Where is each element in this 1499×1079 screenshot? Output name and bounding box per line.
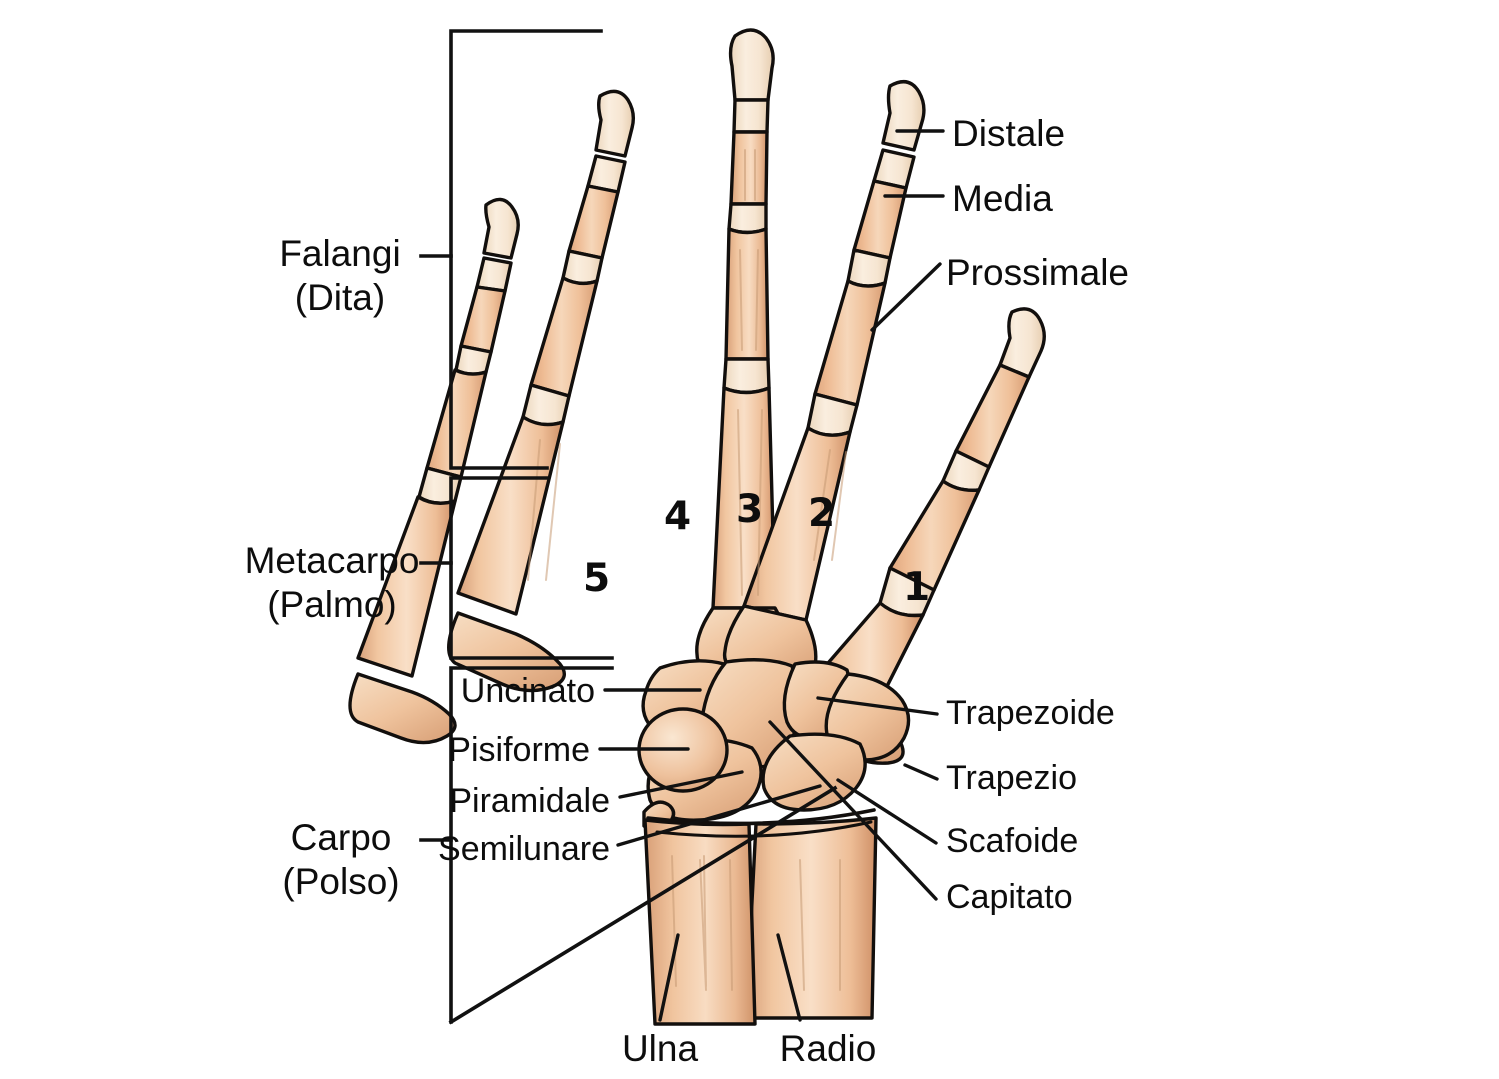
- bracket-falangi: [419, 29, 603, 470]
- bracket-label-carpo-line1: Carpo: [290, 817, 392, 858]
- leader-piramidale: [618, 770, 744, 799]
- label-scafoide: Scafoide: [946, 822, 1079, 860]
- label-metacarpal-2: 2: [808, 491, 836, 536]
- forearm-bones: [643, 808, 878, 1026]
- bracket-metacarpo: [419, 476, 614, 660]
- label-uncinato: Uncinato: [460, 672, 595, 710]
- leader-lines: [598, 129, 945, 1022]
- label-pisiforme: Pisiforme: [448, 731, 590, 769]
- bracket-label-falangi-line1: Falangi: [279, 233, 401, 274]
- bracket-label-metacarpo-line2: (Palmo): [267, 583, 397, 625]
- leader-capitato: [768, 720, 938, 901]
- label-trapezio: Trapezio: [946, 759, 1078, 797]
- leader-trapezio: [903, 763, 939, 781]
- label-metacarpal-4: 4: [664, 494, 692, 539]
- label-metacarpal-5: 5: [583, 556, 611, 601]
- bracket-carpo: [419, 666, 838, 1025]
- leader-trapezoide: [816, 696, 939, 716]
- label-semilunare: Semilunare: [438, 830, 610, 868]
- leader-prossimale: [870, 262, 942, 332]
- bone-finger2: [742, 79, 926, 622]
- carpal-bones: [637, 658, 911, 833]
- bracket-label-metacarpo: Metacarpo (Palmo): [243, 539, 421, 626]
- label-media: Media: [952, 178, 1053, 219]
- label-trapezoide: Trapezoide: [946, 694, 1115, 732]
- leader-radio: [776, 933, 802, 1022]
- label-piramidale: Piramidale: [449, 782, 610, 820]
- bracket-label-falangi: Falangi (Dita): [260, 232, 420, 319]
- leader-ulna: [658, 933, 680, 1022]
- label-prossimale: Prossimale: [946, 252, 1129, 293]
- label-metacarpal-3: 3: [736, 487, 764, 532]
- label-metacarpal-1: 1: [903, 565, 931, 610]
- leader-semilunare: [616, 784, 822, 847]
- bone-texture: [527, 149, 847, 991]
- label-distale: Distale: [952, 113, 1066, 154]
- bracket-label-carpo: Carpo (Polso): [261, 816, 421, 903]
- bone-finger3: [711, 28, 777, 610]
- label-capitato: Capitato: [946, 878, 1073, 916]
- label-ulna: Ulna: [621, 1028, 699, 1069]
- bone-ulna: [643, 818, 757, 1026]
- bone-radius: [744, 816, 878, 1020]
- leader-scafoide: [836, 778, 938, 845]
- bracket-label-falangi-line2: (Dita): [294, 276, 386, 318]
- bracket-label-metacarpo-line1: Metacarpo: [244, 540, 420, 581]
- bracket-label-carpo-line2: (Polso): [282, 860, 400, 902]
- label-radio: Radio: [779, 1028, 877, 1069]
